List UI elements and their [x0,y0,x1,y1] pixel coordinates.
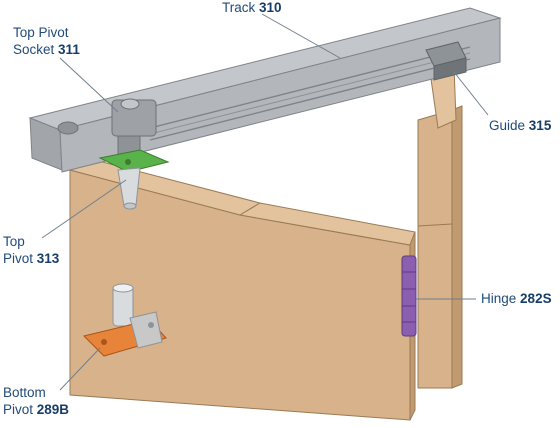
main-door-panel [68,159,416,421]
bottom-pivot-plate [83,311,167,357]
guide-leader [453,71,489,116]
top-socket-label-line2: Socket [13,42,55,57]
top-socket-label-line2-wrap: Socket 311 [13,41,80,58]
hinge [401,255,417,337]
top-pivot-leader [41,179,127,239]
guide-label-code: 315 [528,118,552,133]
track-label-name: Track [222,0,256,15]
bottom-pivot-label-line2: Pivot [3,402,34,417]
track-label-code: 310 [259,0,282,15]
hinge-label-name: Hinge [481,291,517,306]
top-socket-label-code: 311 [58,42,80,57]
top-pivot-label: Top Pivot 313 [3,233,59,267]
top-pivot-label-code: 313 [36,251,60,266]
track-leader [261,13,341,59]
top-pivot-plate [98,149,170,173]
guide-label: Guide 315 [489,117,551,134]
track-label: Track 310 [222,0,282,16]
bottom-pivot-label-line1: Bottom [3,385,46,400]
top-socket-label-line1: Top Pivot [13,25,69,40]
hinge-label-code: 282S [520,291,552,306]
top-pivot-pin [117,167,141,210]
top-pivot-label-line2-wrap: Pivot 313 [3,250,59,267]
bottom-pivot-label: Bottom Pivot 289B [3,384,69,418]
hinge-label: Hinge 282S [481,290,552,307]
top-socket-label: Top Pivot Socket 311 [13,24,80,58]
bottom-pivot-leader [59,347,101,391]
right-door-panel [417,105,463,389]
guide-label-name: Guide [489,118,526,133]
bottom-pivot-label-line2-wrap: Pivot 289B [3,401,69,418]
bottom-pivot-pin [112,283,134,327]
guide-block [425,41,467,81]
top-socket-leader [59,57,119,113]
top-pivot-label-line2: Pivot [3,251,34,266]
top-pivot-label-line1: Top [3,234,25,249]
bottom-pivot-label-code: 289B [36,402,70,417]
